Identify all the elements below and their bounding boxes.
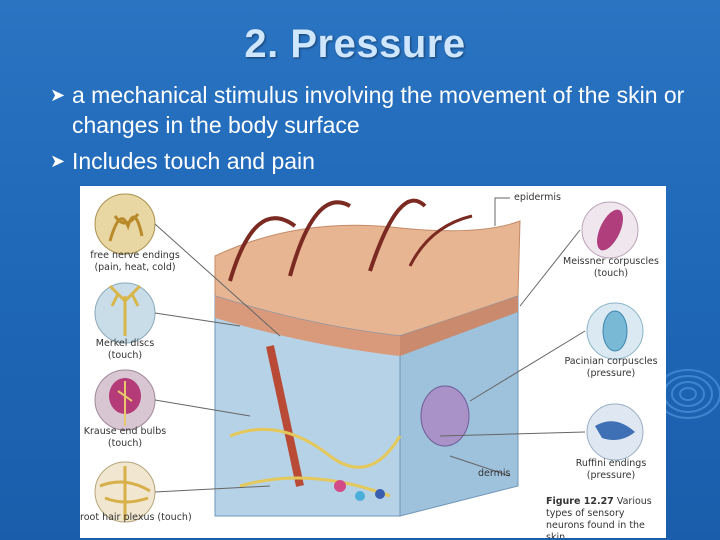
- skin-diagram-figure: free nerve endings (pain, heat, cold) Me…: [80, 186, 666, 538]
- figure-caption: Figure 12.27 Various types of sensory ne…: [546, 496, 664, 538]
- arrow-bullet-icon: ➤: [50, 85, 66, 105]
- bullet-item: ➤ a mechanical stimulus involving the mo…: [50, 80, 710, 140]
- label-krause-end-bulbs: Krause end bulbs (touch): [83, 426, 167, 449]
- label-ruffini-endings: Ruffini endings (pressure): [575, 458, 647, 481]
- bullet-text: Includes touch and pain: [72, 148, 315, 174]
- leader-lines: [154, 197, 586, 493]
- label-free-nerve-endings: free nerve endings (pain, heat, cold): [90, 250, 180, 273]
- slide-title: 2. Pressure: [244, 22, 466, 66]
- bullet-list: ➤ a mechanical stimulus involving the mo…: [50, 80, 710, 176]
- skin-block: [214, 198, 521, 517]
- arrow-bullet-icon: ➤: [50, 151, 66, 171]
- figure-caption-text: Various types of sensory neurons found i…: [546, 496, 652, 538]
- label-merkel-discs: Merkel discs (touch): [95, 338, 155, 361]
- bullet-text: a mechanical stimulus involving the move…: [72, 82, 685, 138]
- label-epidermis: epidermis: [514, 192, 561, 203]
- left-inset-circles: [94, 193, 156, 523]
- label-meissner-corpuscles: Meissner corpuscles (touch): [563, 256, 659, 279]
- bullet-item: ➤ Includes touch and pain: [50, 146, 710, 176]
- skin-cross-section-illustration: [94, 193, 644, 523]
- label-root-hair-plexus: root hair plexus (touch): [80, 512, 192, 523]
- label-pacinian-corpuscles: Pacinian corpuscles (pressure): [564, 356, 658, 379]
- right-inset-circles: [581, 201, 644, 461]
- label-dermis: dermis: [478, 468, 511, 479]
- figure-caption-label: Figure 12.27: [546, 496, 614, 507]
